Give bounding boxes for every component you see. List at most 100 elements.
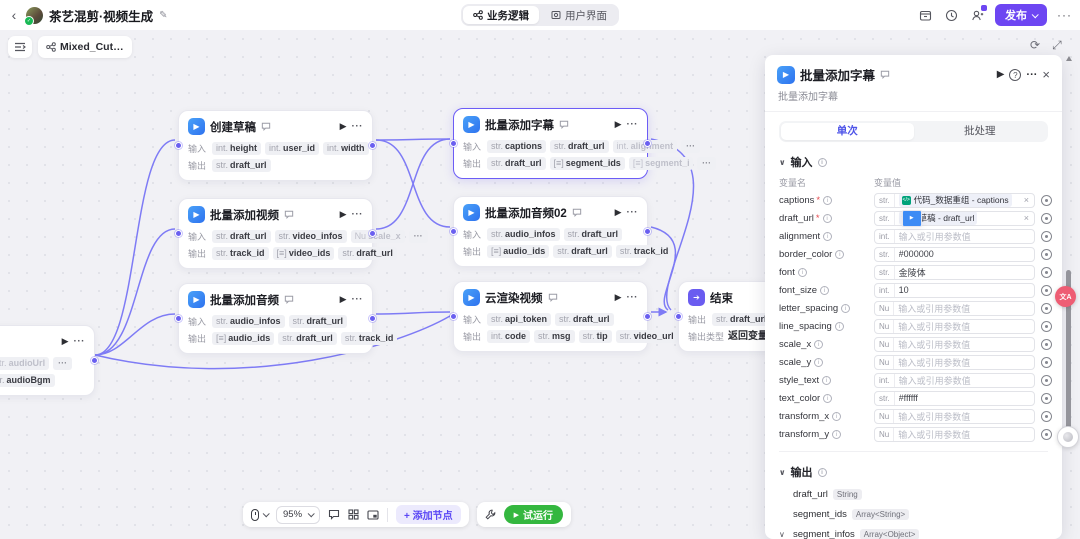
output-port[interactable]: [644, 227, 651, 235]
archive-icon[interactable]: [917, 7, 933, 23]
run-mode-tab-0[interactable]: 单次: [781, 123, 914, 140]
output-port[interactable]: [644, 312, 651, 320]
input-port[interactable]: [450, 312, 457, 320]
collapse-sidebar-icon[interactable]: [8, 36, 32, 58]
param-settings-icon[interactable]: [1041, 392, 1052, 404]
node-run-icon[interactable]: ▶: [614, 207, 622, 217]
node-comment-icon[interactable]: [572, 208, 582, 217]
input-port[interactable]: [175, 141, 182, 149]
workflow-node-start[interactable]: ▶ ▶ ··· 输入str.scenesstr.audioUrl···输出str…: [0, 325, 98, 396]
node-comment-icon[interactable]: [559, 120, 569, 129]
add-node-button[interactable]: + 添加节点: [396, 505, 461, 524]
param-value-field[interactable]: int.输入或引用参数值: [874, 228, 1035, 244]
node-more-icon[interactable]: ···: [626, 119, 638, 130]
output-port[interactable]: [91, 356, 98, 364]
panel-more-icon[interactable]: ···: [1026, 68, 1038, 81]
output-port[interactable]: [369, 229, 376, 237]
node-comment-icon[interactable]: [261, 122, 271, 131]
back-button[interactable]: ‹: [11, 7, 17, 23]
input-port[interactable]: [175, 314, 182, 322]
node-comment-icon[interactable]: [284, 210, 294, 219]
node-more-icon[interactable]: ···: [351, 121, 363, 132]
node-comment-icon[interactable]: [548, 293, 558, 302]
remove-reference-icon[interactable]: ×: [1023, 195, 1029, 205]
param-settings-icon[interactable]: [1041, 266, 1052, 278]
param-settings-icon[interactable]: [1041, 302, 1052, 314]
header-more-icon[interactable]: ···: [1057, 8, 1072, 22]
node-more-icon[interactable]: ···: [626, 207, 638, 218]
param-settings-icon[interactable]: [1041, 212, 1052, 224]
node-run-icon[interactable]: ▶: [61, 336, 69, 346]
param-value-field[interactable]: str.#ffffff: [874, 390, 1035, 406]
param-value-field[interactable]: str.#000000: [874, 246, 1035, 262]
debug-tools-icon[interactable]: [485, 509, 496, 520]
mode-tab-ui[interactable]: 用户界面: [541, 6, 617, 24]
input-port[interactable]: [175, 229, 182, 237]
test-run-button[interactable]: ▶试运行: [503, 505, 564, 524]
param-settings-icon[interactable]: [1041, 374, 1052, 386]
output-port[interactable]: [369, 314, 376, 322]
node-run-icon[interactable]: ▶: [339, 121, 347, 131]
param-settings-icon[interactable]: [1041, 194, 1052, 206]
param-value-field[interactable]: str.</>代码_数据重组 - captions×: [874, 192, 1035, 208]
cursor-mode-icon[interactable]: [251, 508, 270, 521]
param-value-field[interactable]: int.输入或引用参数值: [874, 372, 1035, 388]
input-port[interactable]: [675, 312, 682, 320]
input-port[interactable]: [450, 227, 457, 235]
param-settings-icon[interactable]: [1041, 338, 1052, 350]
param-settings-icon[interactable]: [1041, 410, 1052, 422]
node-run-icon[interactable]: ▶: [614, 119, 622, 129]
node-more-icon[interactable]: ···: [626, 292, 638, 303]
panel-close-icon[interactable]: ×: [1042, 67, 1050, 82]
collaborate-icon[interactable]: [969, 5, 987, 23]
expand-icon[interactable]: ⤢: [1052, 38, 1062, 52]
float-widget-button[interactable]: [1057, 426, 1079, 448]
refresh-icon[interactable]: ⟳: [1030, 38, 1041, 52]
history-icon[interactable]: [943, 7, 959, 23]
run-mode-tab-1[interactable]: 批处理: [964, 125, 996, 137]
panel-scrollbar[interactable]: [1066, 55, 1072, 539]
node-run-icon[interactable]: ▶: [339, 209, 347, 219]
node-run-icon[interactable]: ▶: [339, 294, 347, 304]
remove-reference-icon[interactable]: ×: [1023, 213, 1029, 223]
node-run-icon[interactable]: ▶: [614, 292, 622, 302]
node-more-icon[interactable]: ···: [73, 336, 85, 347]
param-settings-icon[interactable]: [1041, 356, 1052, 368]
param-settings-icon[interactable]: [1041, 428, 1052, 440]
minimap-icon[interactable]: [367, 509, 379, 520]
flow-tab-mixed-cut[interactable]: Mixed_Cut…: [38, 36, 132, 58]
param-value-field[interactable]: str.金陵体: [874, 264, 1035, 280]
node-more-icon[interactable]: ···: [351, 209, 363, 220]
param-settings-icon[interactable]: [1041, 320, 1052, 332]
param-settings-icon[interactable]: [1041, 284, 1052, 296]
node-more-icon[interactable]: ···: [351, 294, 363, 305]
comment-tool-icon[interactable]: [328, 509, 340, 520]
auto-layout-icon[interactable]: [348, 509, 359, 520]
edit-title-icon[interactable]: ✎: [159, 9, 168, 21]
node-comment-icon[interactable]: [284, 295, 294, 304]
output-port[interactable]: [369, 141, 376, 149]
param-value-field[interactable]: int.10: [874, 282, 1035, 298]
zoom-select[interactable]: 95%: [276, 505, 321, 524]
mode-tab-logic[interactable]: 业务逻辑: [463, 6, 539, 24]
panel-run-icon[interactable]: ▶: [996, 69, 1005, 80]
publish-button[interactable]: 发布: [995, 4, 1047, 26]
param-settings-icon[interactable]: [1041, 230, 1052, 242]
input-port[interactable]: [450, 139, 457, 147]
panel-help-icon[interactable]: ?: [1009, 68, 1022, 81]
output-port[interactable]: [644, 139, 651, 147]
param-value-field[interactable]: str.▶创建草稿 - draft_url×: [874, 209, 1035, 227]
